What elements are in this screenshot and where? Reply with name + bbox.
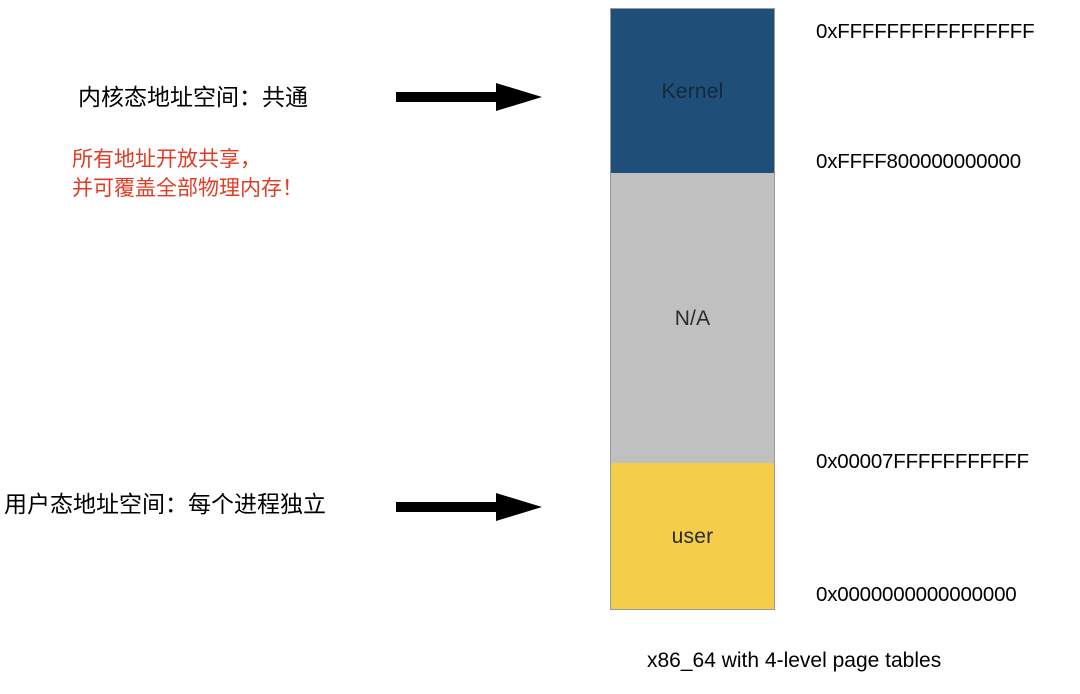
- user-arrow-icon: [396, 490, 542, 524]
- annotation-kernel-note-line1: 所有地址开放共享，: [72, 148, 261, 171]
- memory-layout-bar: Kernel N/A user: [610, 8, 775, 610]
- address-label-kernel-base: 0xFFFF800000000000: [816, 150, 1021, 173]
- address-label-zero: 0x0000000000000000: [816, 583, 1017, 606]
- memory-segment-na-label: N/A: [674, 306, 711, 330]
- memory-segment-kernel: Kernel: [611, 9, 774, 173]
- annotation-user-space: 用户态地址空间：每个进程独立: [4, 491, 326, 517]
- diagram-caption: x86_64 with 4-level page tables: [647, 649, 942, 672]
- memory-segment-user-label: user: [671, 524, 714, 548]
- memory-segment-user: user: [611, 463, 774, 609]
- memory-segment-kernel-label: Kernel: [661, 79, 724, 103]
- annotation-kernel-space: 内核态地址空间：共通: [78, 84, 308, 110]
- memory-segment-na: N/A: [611, 173, 774, 463]
- kernel-arrow-icon: [396, 80, 542, 114]
- annotation-kernel-note-line2: 并可覆盖全部物理内存！: [72, 176, 303, 200]
- address-label-user-top: 0x00007FFFFFFFFFFF: [816, 450, 1029, 473]
- address-label-top: 0xFFFFFFFFFFFFFFFF: [816, 20, 1035, 43]
- annotation-kernel-note: 所有地址开放共享， 并可覆盖全部物理内存！: [72, 146, 303, 204]
